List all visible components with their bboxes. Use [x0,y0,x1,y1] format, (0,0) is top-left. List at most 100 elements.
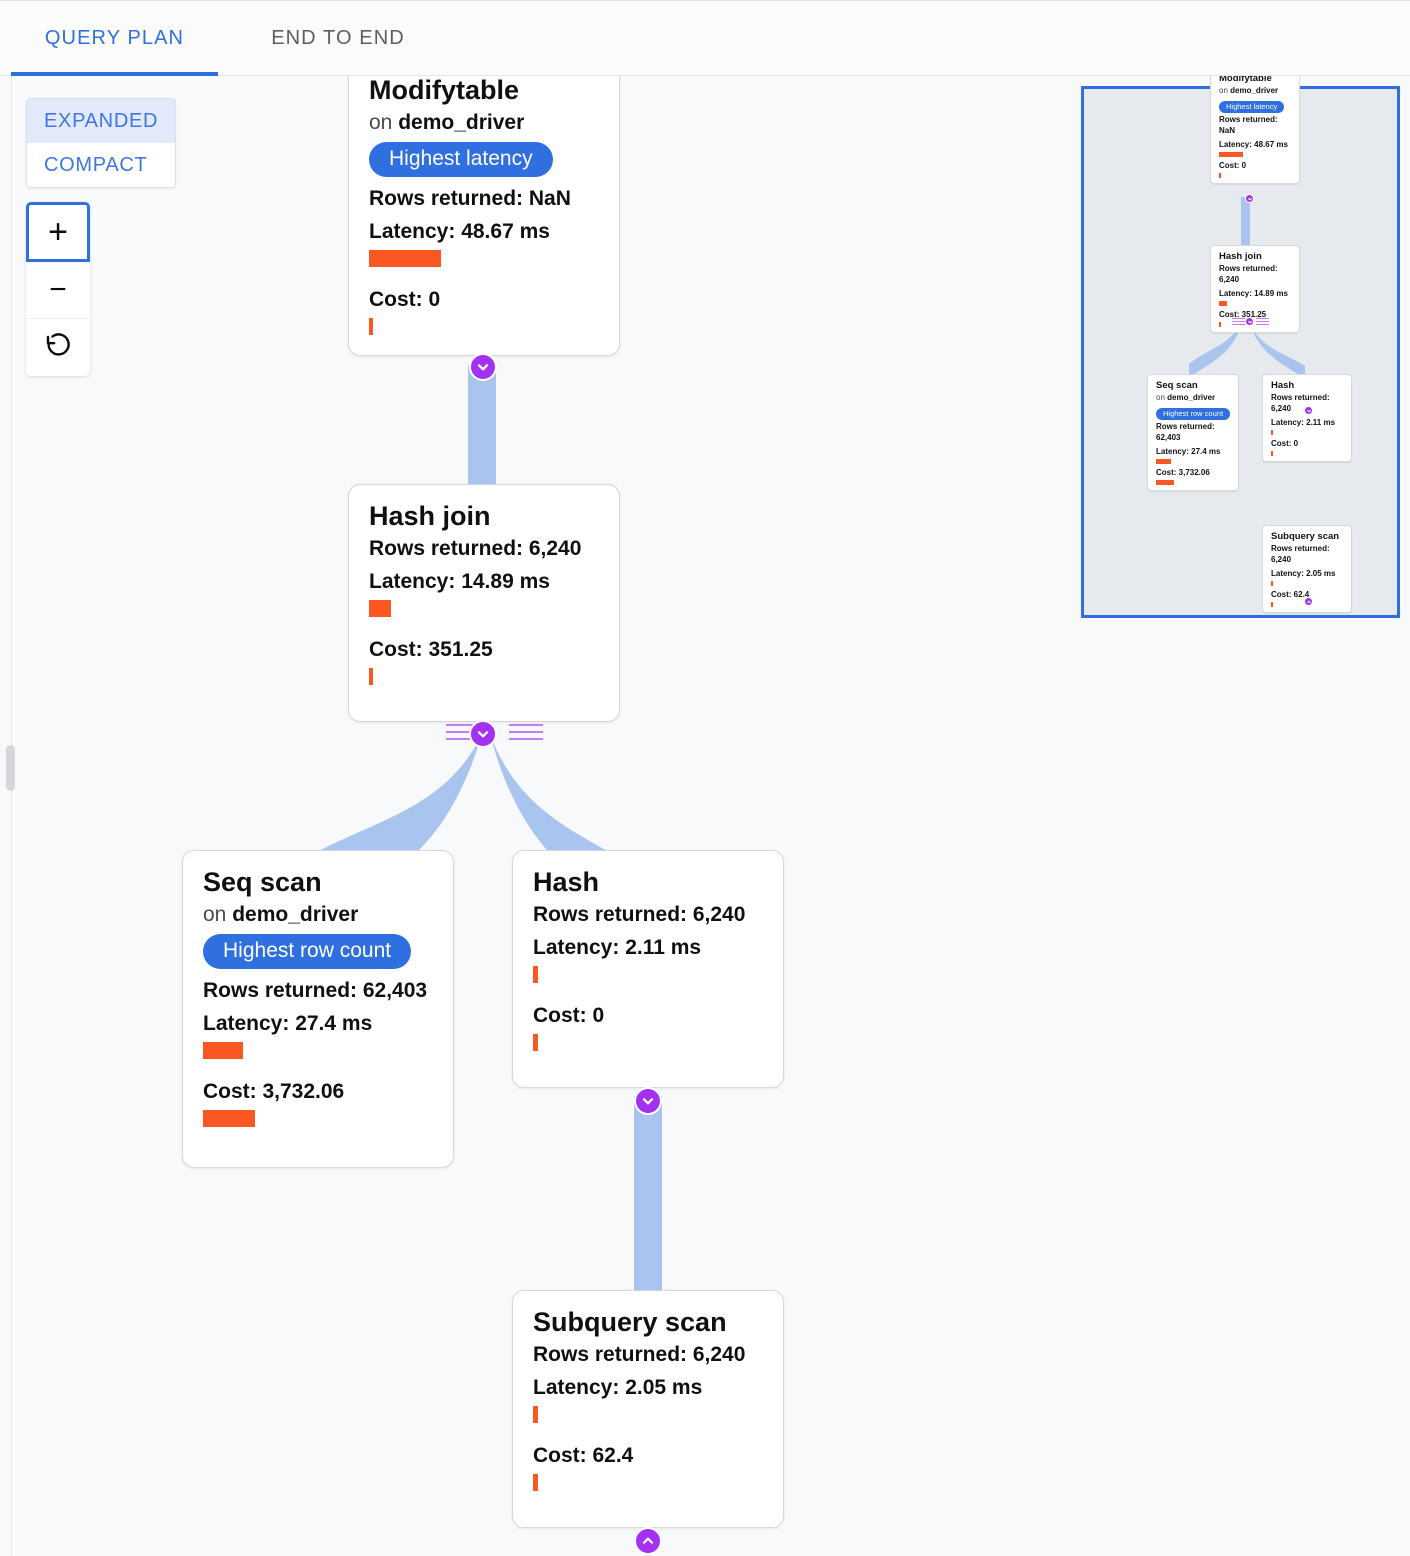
mm-latency-bar [1271,581,1273,587]
node-badge: Highest latency [369,142,553,178]
node-cost: Cost: 351.25 [369,638,493,662]
mm-handle-hash-join[interactable] [1245,317,1254,326]
collapse-handle-hash[interactable] [634,1087,662,1115]
panel-resize-handle[interactable] [6,745,15,791]
mm-node-title: Subquery scan [1271,531,1340,542]
mm-edge-hashjoin-seqscan [1189,322,1242,378]
mm-node-cost: Cost: 351.25 [1219,310,1267,320]
zoom-out-button[interactable]: − [26,262,90,319]
mm-node-rows: Rows returned: 6,240 [1219,263,1278,285]
cost-bar [533,1474,538,1492]
mm-handle-lines-left [1232,318,1245,325]
plan-node-subquery-scan[interactable]: Subquery scan Rows returned: 6,240 Laten… [512,1290,784,1528]
zoom-in-button[interactable]: + [26,202,90,262]
mm-node-title: Hash join [1219,251,1262,262]
node-cost: Cost: 3,732.06 [203,1080,345,1104]
mm-node-rows: Rows returned: 62,403 [1156,422,1215,443]
tab-end-to-end[interactable]: END TO END [218,1,458,76]
mm-node-latency: Latency: 27.4 ms [1156,447,1221,457]
view-mode-expanded-label: EXPANDED [44,109,159,132]
node-badge: Highest row count [203,934,412,970]
cost-bar [533,1034,538,1052]
minimap[interactable]: Modifytable on demo_driver Highest laten… [1081,76,1400,618]
view-mode-toggle[interactable]: EXPANDED COMPACT [26,98,176,188]
mm-node-latency: Latency: 48.67 ms [1219,140,1288,150]
mm-node-title: Hash [1271,380,1295,391]
plan-node-seq-scan[interactable]: Seq scan on demo_driver Highest row coun… [182,850,454,1168]
latency-bar [369,600,391,618]
mm-node-seq-scan[interactable]: Seq scan on demo_driver Highest row coun… [1147,374,1239,492]
tab-end-to-end-label: END TO END [271,27,405,49]
tab-query-plan[interactable]: QUERY PLAN [11,1,218,76]
latency-bar [533,966,538,984]
view-mode-compact-label: COMPACT [44,153,148,176]
mm-node-badge: Highest latency [1219,101,1285,114]
mm-cost-bar [1271,602,1273,608]
mm-cost-bar [1219,322,1221,328]
mm-handle-hash[interactable] [1304,406,1313,415]
expand-handle-subquery-scan[interactable] [634,1527,662,1555]
mm-handle-subquery-scan[interactable] [1304,597,1313,606]
mm-latency-bar [1156,459,1171,465]
tab-query-plan-label: QUERY PLAN [44,27,185,49]
mm-node-rows: Rows returned: 6,240 [1271,543,1330,565]
node-title: Subquery scan [533,1307,727,1337]
mm-node-title: Modifytable [1219,76,1272,84]
mm-handle-modifytable[interactable] [1245,194,1254,203]
latency-bar [533,1406,538,1424]
mm-node-relation: on demo_driver [1219,85,1292,96]
mm-handle-lines-right [1256,318,1269,325]
on-prefix: on [1219,85,1228,95]
cost-bar [369,668,373,686]
relation-name: demo_driver [1167,392,1216,402]
active-tab-indicator [11,72,218,76]
mm-node-hash-join[interactable]: Hash join Rows returned: 6,240 Latency: … [1210,245,1300,334]
plan-canvas[interactable]: EXPANDED COMPACT + − [11,76,1410,1556]
mm-node-rows: Rows returned: NaN [1219,115,1278,136]
on-prefix: on [369,111,393,135]
mm-node-title: Seq scan [1156,380,1198,391]
plus-icon: + [48,213,68,251]
latency-bar [203,1042,243,1060]
collapse-handle-modifytable[interactable] [469,353,497,381]
reset-view-button[interactable] [26,319,90,376]
mm-cost-bar [1156,480,1174,486]
relation-name: demo_driver [232,903,359,927]
view-mode-expanded[interactable]: EXPANDED [27,99,175,143]
node-title: Hash join [369,501,491,531]
mm-node-hash[interactable]: Hash Rows returned: 6,240 Latency: 2.11 … [1262,374,1352,463]
plan-node-hash[interactable]: Hash Rows returned: 6,240 Latency: 2.11 … [512,850,784,1088]
mm-latency-bar [1271,430,1273,436]
node-title: Hash [533,867,600,897]
node-rows: Rows returned: 6,240 [533,903,746,927]
mm-node-modifytable[interactable]: Modifytable on demo_driver Highest laten… [1210,76,1300,185]
relation-name: demo_driver [398,111,525,135]
node-latency: Latency: 2.11 ms [533,936,702,960]
zoom-controls[interactable]: + − [26,202,90,376]
collapse-handle-hash-join[interactable] [469,720,497,748]
mm-node-latency: Latency: 2.05 ms [1271,569,1336,579]
edge-modifytable-hashjoin [468,366,496,486]
latency-bar [369,250,441,268]
node-relation: on demo_driver [369,111,599,135]
mm-latency-bar [1219,152,1243,158]
mm-node-latency: Latency: 2.11 ms [1271,418,1336,428]
reset-icon [43,330,73,365]
node-rows: Rows returned: 6,240 [369,537,582,561]
minus-icon: − [49,273,67,306]
tab-bar: QUERY PLAN END TO END [0,0,1410,76]
relation-name: demo_driver [1230,85,1279,95]
mm-latency-bar [1219,301,1227,307]
node-cost: Cost: 0 [369,288,441,312]
mm-node-badge: Highest row count [1156,408,1231,421]
view-mode-compact[interactable]: COMPACT [27,143,175,187]
plan-node-hash-join[interactable]: Hash join Rows returned: 6,240 Latency: … [348,484,620,722]
mm-node-subquery-scan[interactable]: Subquery scan Rows returned: 6,240 Laten… [1262,525,1352,614]
mm-edge-modifytable-hashjoin [1241,197,1250,246]
mm-cost-bar [1219,173,1221,179]
plan-node-modifytable[interactable]: Modifytable on demo_driver Highest laten… [348,76,620,356]
node-cost: Cost: 62.4 [533,1444,634,1468]
node-relation: on demo_driver [203,903,433,927]
mm-edge-hashjoin-hash [1249,322,1305,379]
